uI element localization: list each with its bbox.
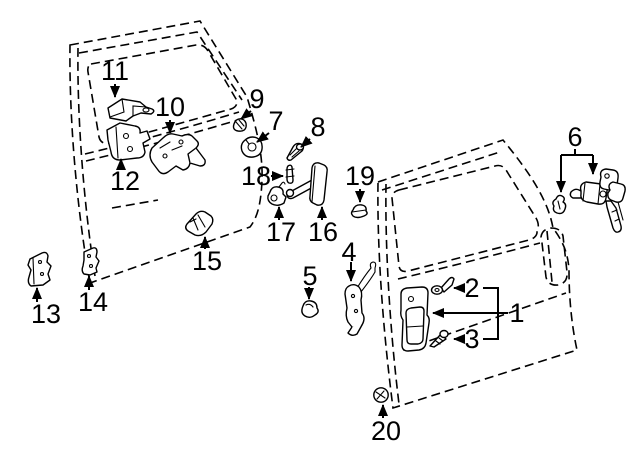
callout-1: 1 [432,287,525,340]
callout-3: 3 [453,324,480,354]
callout-20-label: 20 [371,416,401,446]
part-9-clip [232,118,247,132]
callout-4-label: 4 [341,237,356,267]
callout-7-label: 7 [268,106,283,136]
callout-6-bracket [561,149,593,156]
part-6-lock-cylinder-and-keys [552,168,626,233]
callout-2: 2 [453,273,480,303]
callout-16: 16 [308,206,338,247]
callout-11: 11 [101,56,129,98]
part-16-door-check [285,162,328,206]
part-18-pin [285,164,295,184]
callout-13: 13 [31,287,61,329]
callout-17-label: 17 [266,217,296,247]
callout-19: 19 [345,161,375,203]
part-15-wedge [185,210,214,237]
right-door-outline [377,139,578,410]
callout-5-label: 5 [302,261,317,291]
callout-12: 12 [110,158,140,196]
callout-6: 6 [556,122,598,193]
callout-14-label: 14 [78,287,108,317]
part-17-bracket [267,181,287,206]
part-19-clip [350,204,368,219]
callout-9-arrow [240,108,253,120]
callout-13-label: 13 [31,299,61,329]
callout-1-label: 1 [509,298,524,328]
callout-5: 5 [302,261,318,300]
callout-19-label: 19 [345,161,375,191]
part-3-screw [429,329,449,348]
part-12-lower-hinge [106,122,151,161]
callout-6-label: 6 [567,122,582,152]
callout-3-label: 3 [464,324,479,354]
callout-16-label: 16 [308,217,338,247]
callout-10-label: 10 [155,92,185,122]
callout-15: 15 [192,236,222,276]
callout-11-label: 11 [101,56,129,86]
part-5-grommet [301,300,319,318]
callout-8-arrow [300,135,313,148]
callout-18-label: 18 [241,161,271,191]
callout-20: 20 [371,404,401,446]
callout-7-arrow [256,131,270,143]
callout-2-label: 2 [464,273,479,303]
part-1-door-handle [400,286,430,352]
callout-14: 14 [78,275,108,317]
callout-4: 4 [341,237,357,282]
part-13-striker-bracket [27,251,52,287]
callout-18: 18 [241,161,284,191]
callout-9-label: 9 [249,84,264,114]
part-2-lock-lever [430,276,455,295]
part-10-bracket [149,133,206,175]
callout-12-label: 12 [110,166,140,196]
part-20-grommet [373,387,389,403]
callout-10: 10 [155,92,185,134]
callout-8-label: 8 [310,112,325,142]
callout-7: 7 [256,106,284,143]
callout-15-label: 15 [192,246,222,276]
part-11-upper-hinge [107,98,155,122]
callout-9: 9 [240,84,265,120]
callout-8: 8 [300,112,326,148]
part-4-lock-assembly [344,261,377,336]
callout-17: 17 [266,206,296,247]
part-14-striker-bracket [81,247,100,276]
